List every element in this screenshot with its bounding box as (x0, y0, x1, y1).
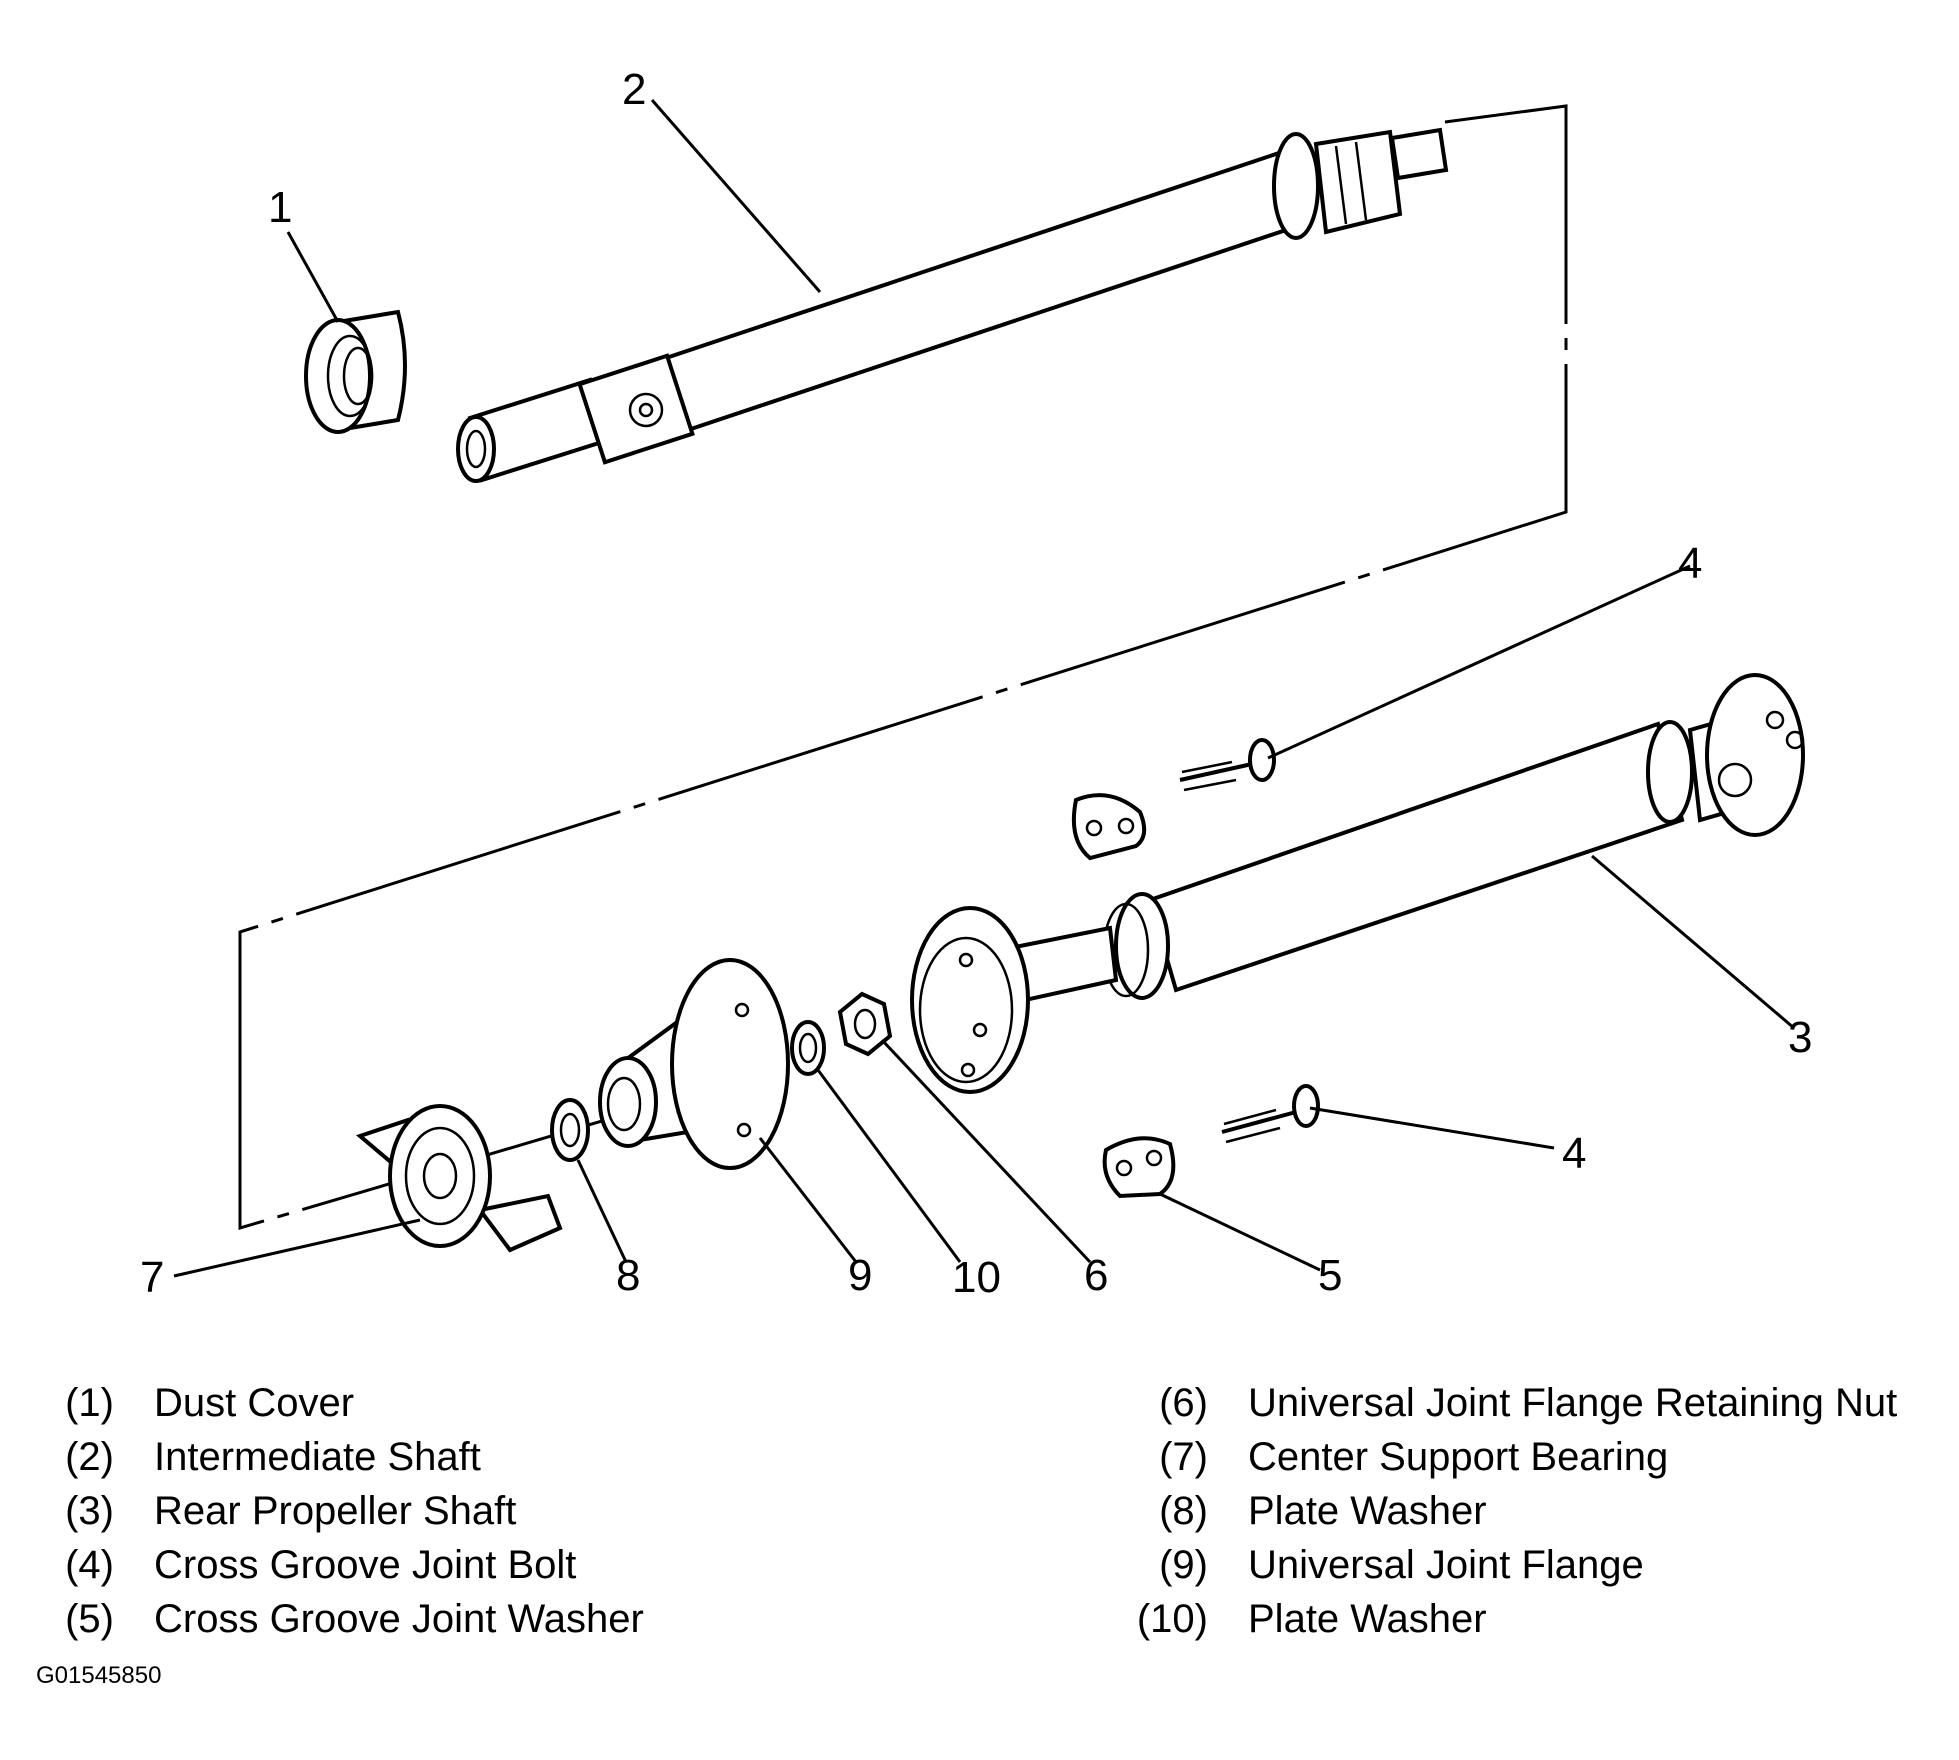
cross-groove-joint-washer-lower (1102, 1136, 1176, 1199)
callout-1: 1 (268, 183, 292, 232)
legend-item: (1) Dust Cover (36, 1376, 644, 1430)
legend-item: (4) Cross Groove Joint Bolt (36, 1538, 644, 1592)
legend-item: (10) Plate Washer (1106, 1592, 1897, 1646)
legend-number: (9) (1159, 1543, 1208, 1587)
legend-item: (8) Plate Washer (1106, 1484, 1897, 1538)
legend-number: (6) (1159, 1381, 1208, 1425)
intermediate-shaft (456, 127, 1449, 483)
legend-label: Intermediate Shaft (154, 1435, 481, 1479)
legend-item: (3) Rear Propeller Shaft (36, 1484, 644, 1538)
legend-label: Cross Groove Joint Bolt (154, 1543, 577, 1587)
legend-label: Center Support Bearing (1248, 1435, 1669, 1479)
legend-label: Dust Cover (154, 1381, 355, 1425)
callout-4-upper: 4 (1678, 539, 1702, 588)
legend-number: (2) (65, 1435, 114, 1479)
callout-2: 2 (622, 65, 646, 114)
legend-number: (5) (65, 1597, 114, 1641)
callout-6: 6 (1084, 1251, 1108, 1300)
legend-item: (7) Center Support Bearing (1106, 1430, 1897, 1484)
universal-joint-flange (598, 958, 790, 1170)
callout-3: 3 (1788, 1013, 1812, 1062)
callout-10: 10 (952, 1253, 1001, 1302)
legend-label: Universal Joint Flange Retaining Nut (1248, 1381, 1898, 1425)
legend-number: (8) (1159, 1489, 1208, 1533)
plate-washer-10 (790, 1020, 826, 1076)
callout-8: 8 (616, 1251, 640, 1300)
dust-cover (304, 309, 407, 434)
legend-label: Plate Washer (1248, 1597, 1487, 1641)
universal-joint-flange-retaining-nut (837, 991, 893, 1057)
figure-id: G01545850 (36, 1662, 162, 1689)
legend-item: (5) Cross Groove Joint Washer (36, 1592, 644, 1646)
legend-label: Plate Washer (1248, 1489, 1487, 1533)
legend-number: (4) (65, 1543, 114, 1587)
legend-item: (9) Universal Joint Flange (1106, 1538, 1897, 1592)
legend-number: (7) (1159, 1435, 1208, 1479)
legend-right-column: (6) Universal Joint Flange Retaining Nut… (1106, 1376, 1897, 1646)
legend-label: Rear Propeller Shaft (154, 1489, 517, 1533)
cross-groove-joint-bolt-upper (1179, 738, 1276, 792)
center-support-bearing (355, 1104, 563, 1253)
legend-label: Universal Joint Flange (1248, 1543, 1644, 1587)
leader-lines (173, 99, 1795, 1278)
legend-number: (3) (65, 1489, 114, 1533)
callout-9: 9 (848, 1251, 872, 1300)
legend-item: (6) Universal Joint Flange Retaining Nut (1106, 1376, 1897, 1430)
plate-washer-8 (550, 1098, 590, 1162)
legend-number: (10) (1136, 1597, 1208, 1641)
callout-4-lower: 4 (1562, 1129, 1586, 1178)
cross-groove-joint-bolt-lower (1221, 1084, 1320, 1144)
legend-item: (2) Intermediate Shaft (36, 1430, 644, 1484)
legend-label: Cross Groove Joint Washer (154, 1597, 644, 1641)
legend-left-column: (1) Dust Cover (2) Intermediate Shaft (3… (36, 1376, 644, 1646)
cross-groove-joint-washer-upper (1071, 793, 1147, 861)
callout-5: 5 (1318, 1251, 1342, 1300)
legend-number: (1) (65, 1381, 114, 1425)
assembly-path-line (238, 104, 1568, 1231)
rear-propeller-shaft (910, 673, 1805, 1094)
callout-7: 7 (140, 1253, 164, 1302)
